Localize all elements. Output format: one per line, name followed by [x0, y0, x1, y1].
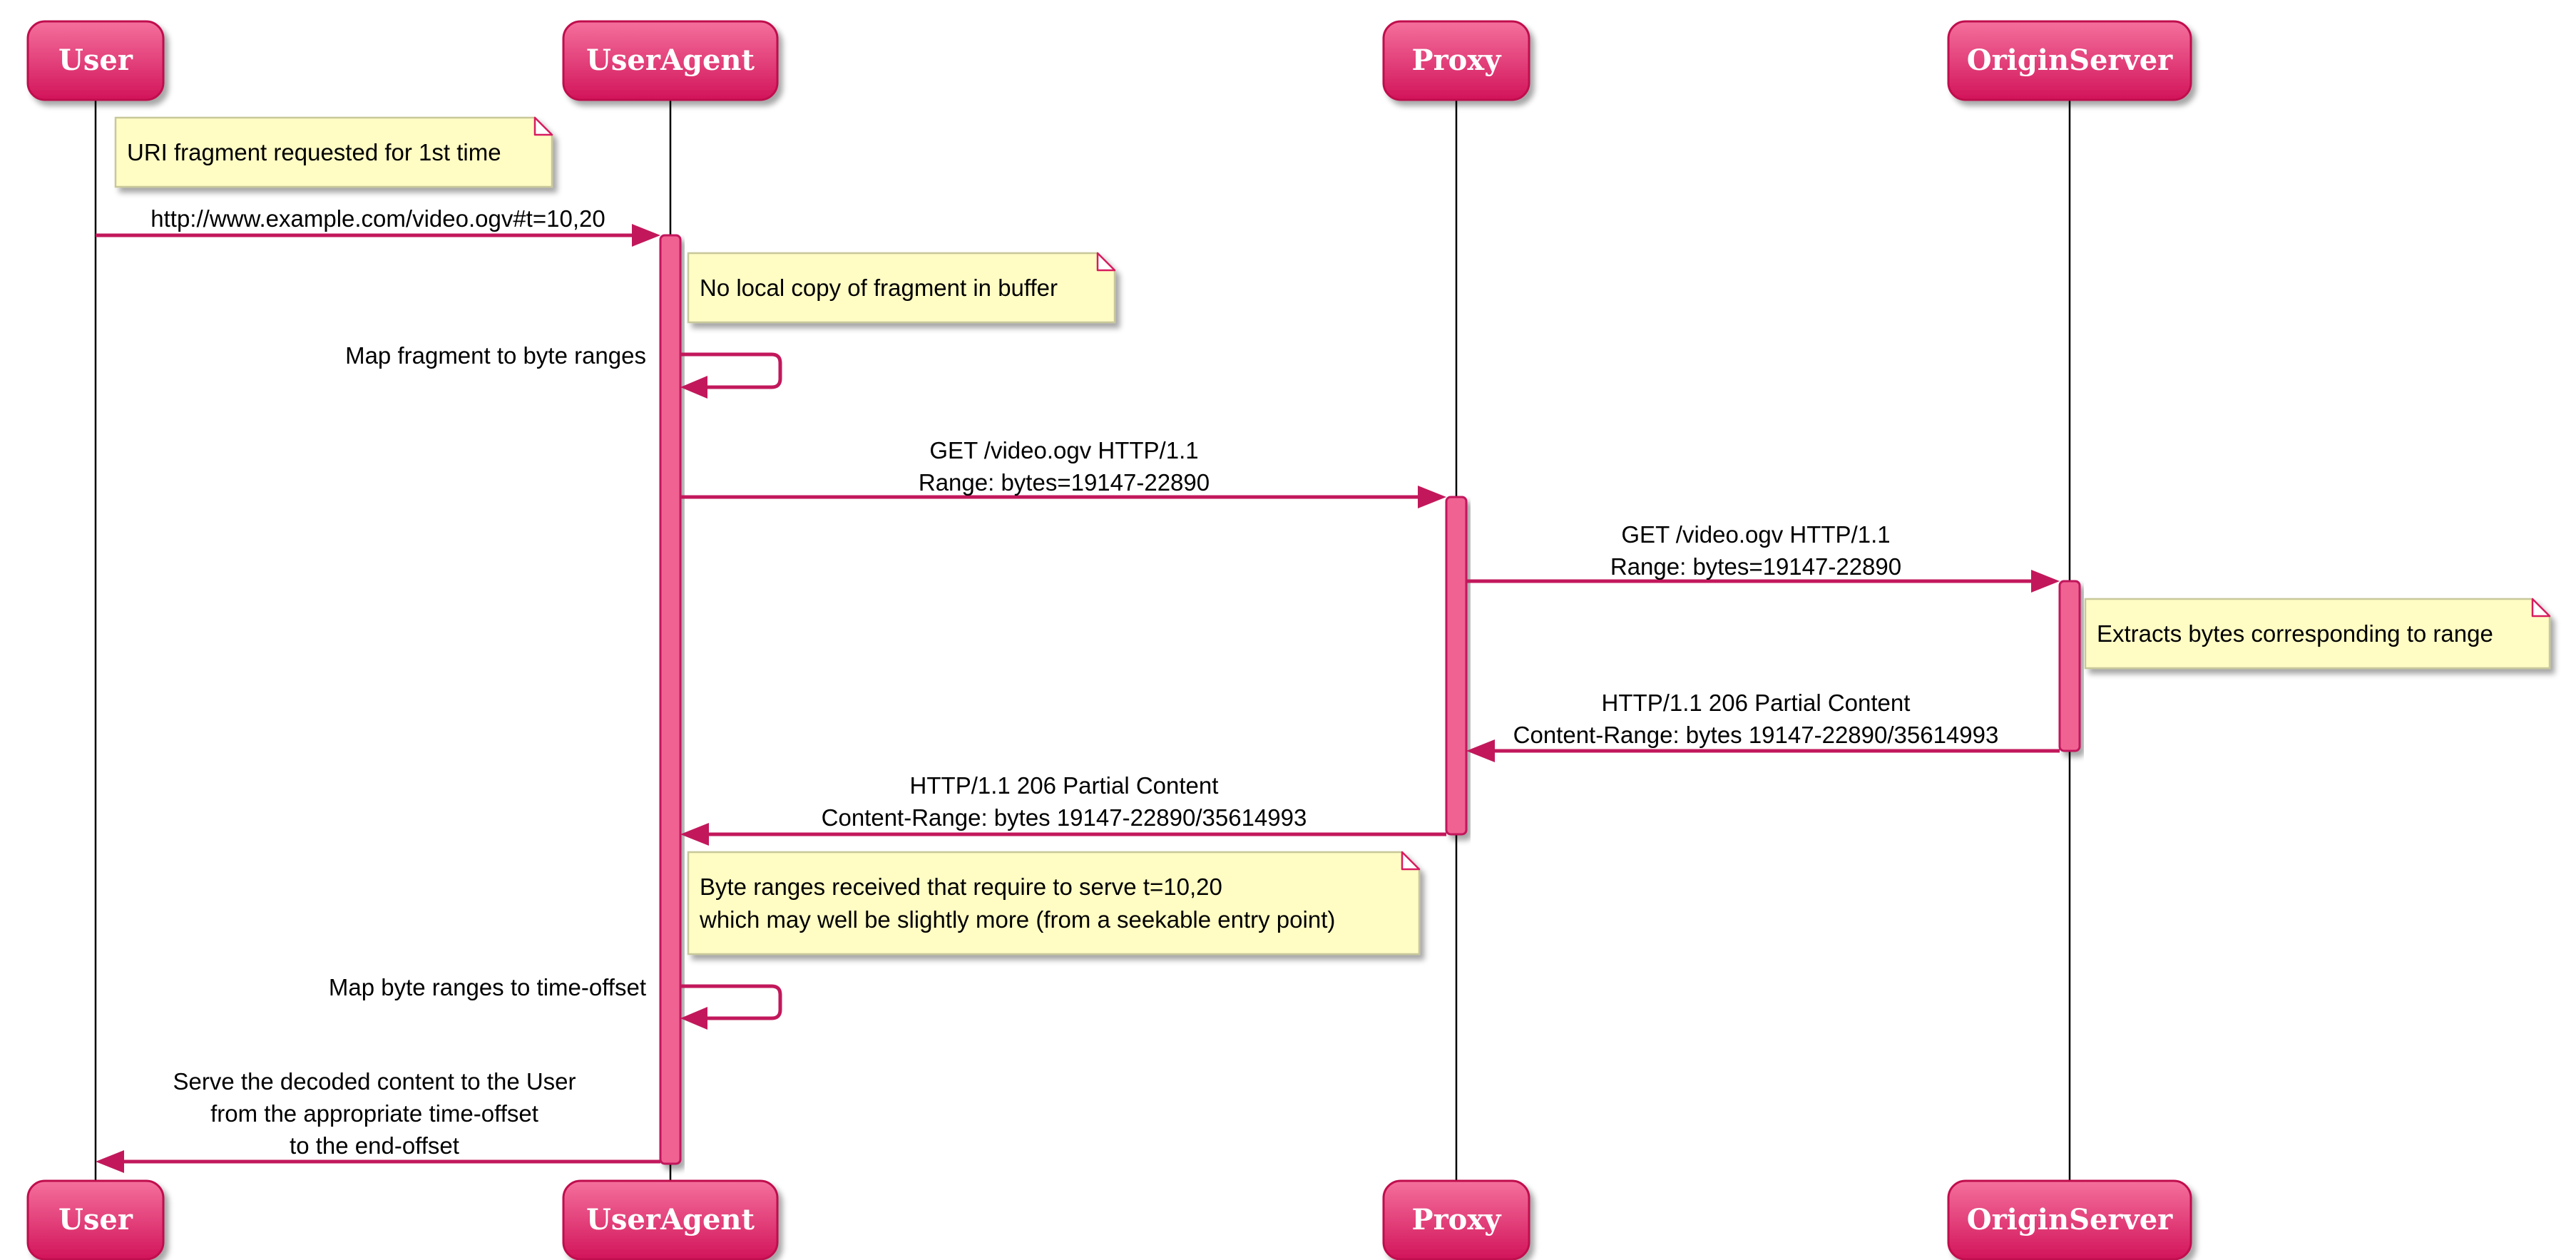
participant-proxy-bottom[interactable]: Proxy [1382, 1179, 1530, 1260]
participant-label: Proxy [1412, 1203, 1503, 1236]
self-message-arrow [680, 984, 782, 1020]
message-label: HTTP/1.1 206 Partial Content [910, 772, 1219, 799]
note-fold-corner [2531, 598, 2551, 618]
note-3: Extracts bytes corresponding to range [2084, 598, 2551, 670]
activation-bar-useragent [659, 234, 682, 1165]
note-4: Byte ranges received that require to ser… [687, 851, 1421, 956]
message-label: Content-Range: bytes 19147-22890/3561499… [822, 804, 1307, 831]
message-8: Serve the decoded content to the User fro… [96, 1068, 660, 1173]
note-box [2084, 598, 2551, 670]
participant-box [1382, 1179, 1530, 1260]
note-text: Extracts bytes corresponding to range [2097, 620, 2493, 647]
note-box [687, 252, 1116, 324]
participant-label: User [58, 1203, 133, 1236]
participant-label: User [58, 43, 133, 77]
message-7: Map byte ranges to time-offset [329, 974, 782, 1030]
participant-label: OriginServer [1967, 43, 2173, 77]
message-label: Range: bytes=19147-22890 [1610, 553, 1901, 580]
arrowhead [96, 1150, 124, 1173]
arrowhead [680, 823, 709, 846]
message-5: HTTP/1.1 206 Partial ContentContent-Rang… [1466, 690, 2060, 762]
note-fold-corner [1096, 252, 1116, 272]
note-text: Byte ranges received that require to ser… [700, 874, 1222, 900]
arrowhead [1418, 486, 1446, 508]
message-1: http://www.example.com/video.ogv#t=10,20 [96, 205, 660, 247]
message-label: Range: bytes=19147-22890 [919, 469, 1210, 496]
participant-box [1382, 20, 1530, 101]
arrowhead [680, 1007, 707, 1030]
arrowhead [632, 224, 660, 247]
message-label: GET /video.ogv HTTP/1.1 [1621, 521, 1890, 548]
participant-box [1947, 1179, 2192, 1260]
message-label: from the appropriate time-offset [210, 1100, 538, 1127]
note-text: which may well be slightly more (from a … [699, 906, 1335, 933]
arrowhead [680, 376, 707, 399]
note-2: No local copy of fragment in buffer [687, 252, 1116, 324]
activation-bar-proxy [1445, 496, 1468, 836]
arrowhead [1466, 739, 1495, 762]
participant-box [26, 1179, 165, 1260]
note-fold-corner [533, 116, 553, 136]
participant-useragent-top[interactable]: UserAgent [562, 20, 779, 101]
message-label: http://www.example.com/video.ogv#t=10,20 [150, 205, 605, 232]
participant-box [1947, 20, 2192, 101]
arrowhead [2031, 570, 2060, 593]
note-box [114, 116, 553, 188]
message-label: GET /video.ogv HTTP/1.1 [929, 437, 1198, 463]
message-label: HTTP/1.1 206 Partial Content [1602, 690, 1911, 716]
participant-originserver-top[interactable]: OriginServer [1947, 20, 2192, 101]
message-label: Content-Range: bytes 19147-22890/3561499… [1513, 722, 1999, 748]
note-1: URI fragment requested for 1st time [114, 116, 553, 188]
message-2: Map fragment to byte ranges [345, 342, 782, 399]
message-6: HTTP/1.1 206 Partial ContentContent-Rang… [680, 772, 1446, 846]
participant-label: UserAgent [586, 43, 755, 77]
participant-label: UserAgent [586, 1203, 755, 1236]
message-label: to the end-offset [290, 1132, 459, 1159]
participant-proxy-top[interactable]: Proxy [1382, 20, 1530, 101]
message-label: Map fragment to byte ranges [345, 342, 646, 369]
message-label: Serve the decoded content to the User [173, 1068, 576, 1095]
participant-originserver-bottom[interactable]: OriginServer [1947, 1179, 2192, 1260]
participant-box [26, 20, 165, 101]
participant-user-bottom[interactable]: User [26, 1179, 165, 1260]
participant-box [562, 20, 779, 101]
note-fold-corner [1401, 851, 1421, 871]
participant-box [562, 1179, 779, 1260]
activation-bar-originserver [2058, 580, 2081, 752]
participant-useragent-bottom[interactable]: UserAgent [562, 1179, 779, 1260]
participant-user-top[interactable]: User [26, 20, 165, 101]
note-text: URI fragment requested for 1st time [127, 139, 501, 165]
participant-label: Proxy [1412, 43, 1503, 77]
self-message-arrow [680, 352, 782, 389]
message-label: Map byte ranges to time-offset [329, 974, 646, 1000]
participant-label: OriginServer [1967, 1203, 2173, 1236]
note-box [687, 851, 1421, 956]
note-text: No local copy of fragment in buffer [700, 275, 1058, 301]
